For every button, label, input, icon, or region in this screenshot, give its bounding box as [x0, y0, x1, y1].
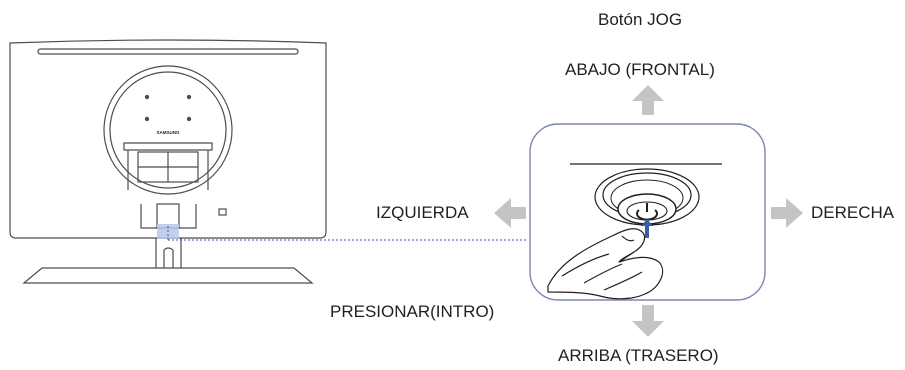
- arrow-left-icon: [494, 198, 526, 228]
- jog-button-title: Botón JOG: [598, 10, 683, 29]
- monitor-brand-logo: SAMSUNG: [156, 130, 180, 135]
- direction-label-right: DERECHA: [811, 203, 895, 222]
- arrow-right-icon: [771, 198, 803, 228]
- press-arrow-icon: [641, 219, 653, 238]
- direction-label-press-enter: PRESIONAR(INTRO): [330, 302, 495, 321]
- direction-label-up-rear: ARRIBA (TRASERO): [558, 346, 719, 365]
- monitor-back-illustration: [9, 39, 327, 284]
- direction-label-left: IZQUIERDA: [376, 203, 469, 222]
- jog-button-closeup: [594, 168, 700, 226]
- arrow-up-icon: [632, 85, 664, 115]
- direction-label-down-front: ABAJO (FRONTAL): [565, 60, 715, 79]
- hand-pressing-icon: [547, 228, 664, 300]
- arrow-down-icon: [632, 305, 664, 337]
